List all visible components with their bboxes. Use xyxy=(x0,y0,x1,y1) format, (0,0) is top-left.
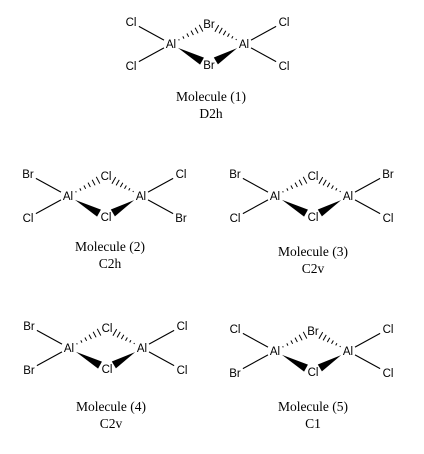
wedge-bond xyxy=(317,200,342,217)
wedge-bond xyxy=(213,48,238,65)
hashed-bond xyxy=(282,176,308,193)
atom-r_bot: Br xyxy=(175,213,187,225)
atom-bottom: Cl xyxy=(101,212,112,224)
wedge-bond xyxy=(76,351,102,369)
point-group-label: C2h xyxy=(99,256,122,271)
atom-r_top: Cl xyxy=(383,324,394,336)
atom-top: Br xyxy=(307,326,319,338)
wedge-bond xyxy=(178,47,204,65)
atom-al1: Al xyxy=(270,346,280,358)
atom-al1: Al xyxy=(64,343,74,355)
atom-al2: Al xyxy=(137,343,147,355)
hashed-bond xyxy=(111,176,134,193)
atom-al2: Al xyxy=(136,191,146,203)
wedge-bond xyxy=(75,199,101,217)
point-group-label: C1 xyxy=(305,416,321,431)
wedge-bond xyxy=(110,200,135,217)
atom-l_bot: Br xyxy=(23,365,35,377)
atom-r_top: Cl xyxy=(176,169,187,181)
atom-r_top: Br xyxy=(382,169,394,181)
hashed-bond xyxy=(318,331,341,348)
atom-l_top: Cl xyxy=(126,17,137,29)
hashed-bond xyxy=(214,24,237,41)
atom-top: Cl xyxy=(308,171,319,183)
point-group-label: C2v xyxy=(302,261,325,276)
wedge-bond xyxy=(282,354,308,372)
hashed-bond xyxy=(318,176,341,193)
hashed-bond xyxy=(282,331,308,348)
wedge-bond xyxy=(282,199,308,217)
hashed-bond xyxy=(76,328,102,345)
atom-l_top: Br xyxy=(22,169,34,181)
molecule-caption: Molecule (2) xyxy=(75,239,145,254)
atom-al2: Al xyxy=(343,346,353,358)
atom-top: Cl xyxy=(101,171,112,183)
atom-l_top: Br xyxy=(23,321,35,333)
hashed-bond xyxy=(75,176,101,193)
atom-bottom: Cl xyxy=(102,364,113,376)
point-group-label: C2v xyxy=(100,416,123,431)
atom-top: Cl xyxy=(102,323,113,335)
point-group-label: D2h xyxy=(199,106,222,121)
atom-l_bot: Br xyxy=(229,368,241,380)
molecule-caption: Molecule (3) xyxy=(278,244,348,259)
molecule-caption: Molecule (1) xyxy=(176,89,246,104)
molecule-caption: Molecule (4) xyxy=(76,399,146,414)
atom-al2: Al xyxy=(343,191,353,203)
hashed-bond xyxy=(178,24,204,41)
wedge-bond xyxy=(111,352,136,369)
atom-top: Br xyxy=(203,19,215,31)
atom-bottom: Cl xyxy=(308,212,319,224)
atom-r_bot: Cl xyxy=(279,61,290,73)
atom-l_bot: Cl xyxy=(126,61,137,73)
atom-bottom: Cl xyxy=(308,367,319,379)
atom-l_bot: Cl xyxy=(23,213,34,225)
atom-bottom: Br xyxy=(203,60,215,72)
atom-r_bot: Cl xyxy=(177,365,188,377)
atom-r_top: Cl xyxy=(177,321,188,333)
atom-l_top: Cl xyxy=(230,324,241,336)
atom-r_bot: Cl xyxy=(383,213,394,225)
wedge-bond xyxy=(317,355,342,372)
atom-l_top: Br xyxy=(229,169,241,181)
atom-al1: Al xyxy=(270,191,280,203)
atom-r_top: Cl xyxy=(279,17,290,29)
atom-al1: Al xyxy=(63,191,73,203)
hashed-bond xyxy=(112,328,135,345)
molecule-caption: Molecule (5) xyxy=(278,399,348,414)
atom-r_bot: Cl xyxy=(383,368,394,380)
atom-al2: Al xyxy=(239,39,249,51)
atom-al1: Al xyxy=(166,39,176,51)
atom-l_bot: Cl xyxy=(230,213,241,225)
